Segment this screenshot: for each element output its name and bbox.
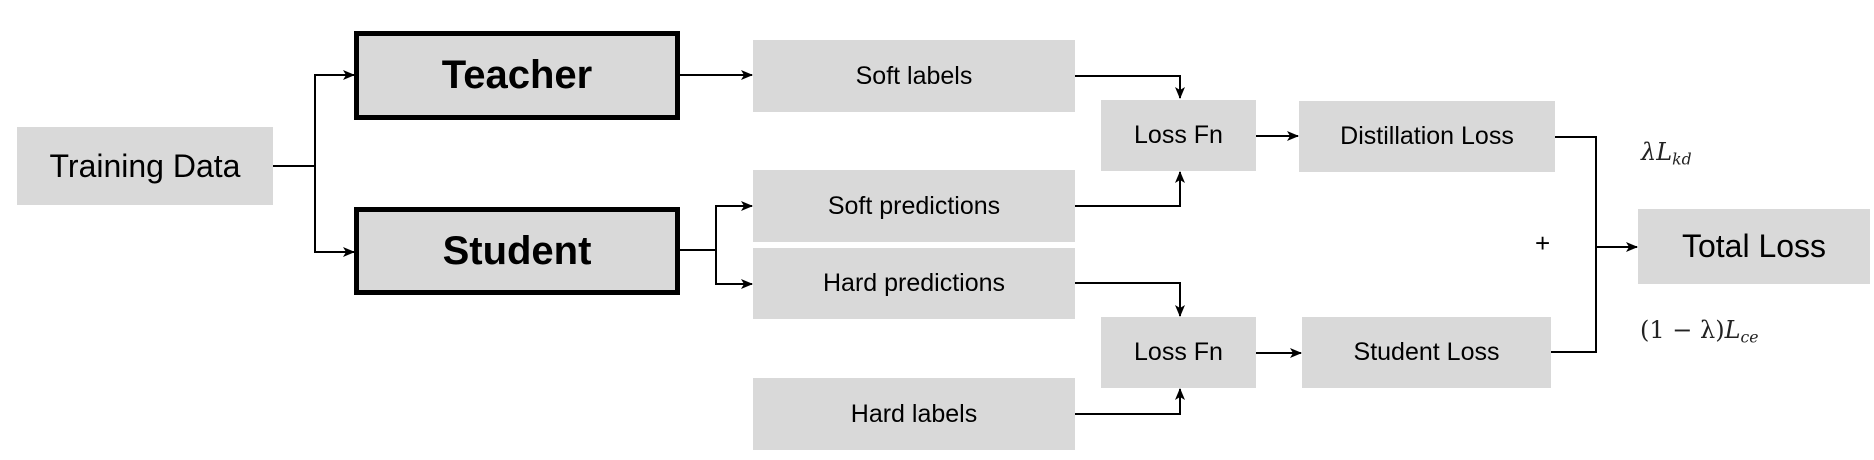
node-loss-fn-top: Loss Fn [1101, 100, 1256, 171]
plus-sign: + [1535, 228, 1551, 258]
edge-training-split [273, 70, 355, 167]
edge-training-to-student [314, 166, 355, 257]
edge-hard-predictions-to-lossfn [1075, 282, 1185, 317]
edge-student-loss-to-total [1551, 247, 1597, 353]
node-soft-predictions: Soft predictions [753, 170, 1075, 242]
node-loss-fn-bottom: Loss Fn [1101, 317, 1256, 388]
edge-student-to-hard-predictions [715, 250, 753, 289]
node-training-data: Training Data [17, 127, 273, 205]
edge-distillation-to-total [1555, 136, 1638, 252]
node-distillation-loss: Distillation Loss [1299, 101, 1555, 172]
node-hard-predictions: Hard predictions [753, 248, 1075, 319]
edge-soft-labels-to-lossfn [1075, 75, 1185, 99]
node-teacher: Teacher [354, 31, 680, 120]
edge-soft-predictions-to-lossfn [1075, 171, 1185, 207]
node-student: Student [354, 207, 680, 295]
edge-student-to-soft-predictions [680, 201, 753, 251]
kd-weight-label: λLkd [1641, 138, 1692, 169]
node-hard-labels: Hard labels [753, 378, 1075, 450]
edge-hard-labels-to-lossfn [1075, 388, 1185, 415]
node-total-loss: Total Loss [1638, 209, 1870, 284]
ce-weight-label: (1 − λ)Lce [1640, 316, 1759, 347]
node-student-loss: Student Loss [1302, 317, 1551, 388]
node-soft-labels: Soft labels [753, 40, 1075, 112]
